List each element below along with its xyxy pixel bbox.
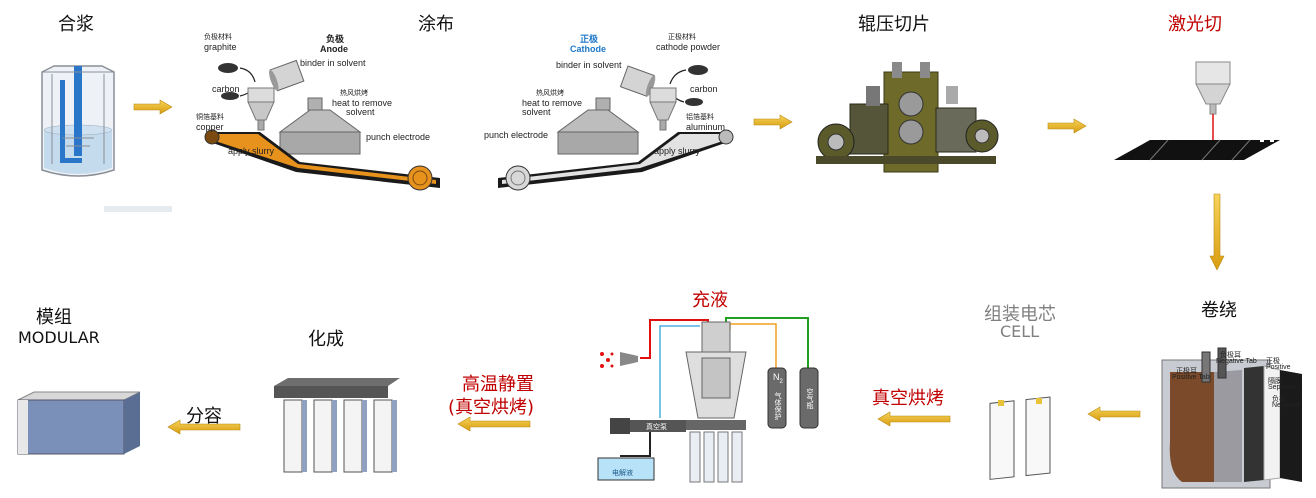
arrow-laser-to-winding [1209,193,1225,271]
arrow-winding-to-assembly [1087,406,1141,422]
step-title-rolling: 辊压切片 [858,14,930,35]
roller-press-illustration [816,62,999,173]
step-title-assembly-en: CELL [1000,322,1040,341]
arrow-filling-to-formation [457,416,531,432]
winding-illustration [1161,347,1302,489]
cathode-foil-cn: 铝箔基料 [686,114,714,121]
step-title-assembly: 组装电芯 [984,304,1056,325]
filling-tank: 电解液 [612,470,633,477]
cathode-carbon: carbon [690,84,718,94]
arrow-mixing-to-coating [133,99,173,115]
step-title-grading: 分容 [186,406,222,427]
anode-graphite: graphite [204,42,237,52]
step-title-vacuum-bake: 真空烘烤 [872,388,944,409]
laser-cut-illustration [1114,61,1280,161]
winding-pos-tab-en: Positive Tab [1172,374,1210,381]
anode-coating-illustration [204,59,440,191]
step-title-mixing: 合浆 [58,14,94,35]
winding-positive-cn: 正极 [1266,358,1280,365]
anode-material-cn: 负极材料 [204,34,232,41]
filling-illustration [597,317,819,483]
winding-negative-en: Negative [1272,402,1300,409]
anode-title-en: Anode [320,44,348,54]
mixing-tank-illustration [41,65,115,177]
arrow-rolling-to-laser [1047,118,1087,134]
formation-illustration [274,378,400,473]
cathode-heat-cn: 热风烘烤 [536,90,564,97]
arrow-assembly-to-filling [877,411,951,427]
winding-positive-en: Positive [1266,364,1291,371]
anode-apply: apply slurry [228,146,275,156]
step-title-module-en: MODULAR [18,328,100,347]
winding-pos-tab-cn: 正极耳 [1176,368,1197,375]
anode-foil-en: copper [196,122,224,132]
step-title-winding: 卷绕 [1201,300,1237,321]
step-title-coating: 涂布 [418,14,454,35]
cathode-powder: cathode powder [656,42,721,52]
filling-gas2: 空气瓶 [806,388,813,409]
winding-separator-en: Separator [1268,384,1299,391]
filling-pump: 真空泵 [646,424,667,431]
filling-n2-label: N2 [773,372,783,385]
cathode-material-cn: 正极材料 [668,34,696,41]
anode-heat-cn: 热风烘烤 [340,90,368,97]
cathode-title-cn: 正极 [580,34,599,44]
anode-heat-en2: solvent [346,107,375,117]
anode-foil-cn: 铜箔基料 [196,114,224,121]
cathode-apply: apply slurry [654,146,701,156]
anode-punch: punch electrode [366,132,431,142]
winding-negative-cn: 负极 [1272,396,1286,403]
assembly-cell-illustration [989,396,1051,480]
anode-title-cn: 负极 [326,34,345,44]
cathode-heat-en2: solvent [522,107,551,117]
arrow-formation-to-module [167,419,241,435]
step-title-filling: 充液 [692,290,728,311]
cathode-foil-en: aluminum [686,122,726,132]
module-illustration [17,391,141,455]
cathode-heat-en1: heat to remove [522,98,583,108]
mixing-base [104,206,172,212]
step-title-laser: 激光切 [1168,14,1222,35]
anode-binder: binder in solvent [300,58,366,68]
step-title-aging-sub: (真空烘烤) [448,397,535,418]
anode-carbon: carbon [212,84,240,94]
step-title-module: 模组 [36,307,72,328]
anode-heat-en1: heat to remove [332,98,393,108]
winding-neg-tab-cn: 负极耳 [1220,352,1241,359]
winding-neg-tab-en: Negative Tab [1216,358,1257,365]
cathode-coating-illustration [498,65,734,191]
step-title-aging: 高温静置 [462,374,534,395]
arrow-coating-to-rolling [753,114,793,130]
filling-gas1: 气体保护 [774,392,781,420]
cathode-punch: punch electrode [484,130,549,140]
cathode-title-en: Cathode [570,44,606,54]
cathode-binder: binder in solvent [556,60,622,70]
winding-separator-cn: 隔膜 [1268,378,1282,385]
step-title-formation: 化成 [308,329,344,350]
